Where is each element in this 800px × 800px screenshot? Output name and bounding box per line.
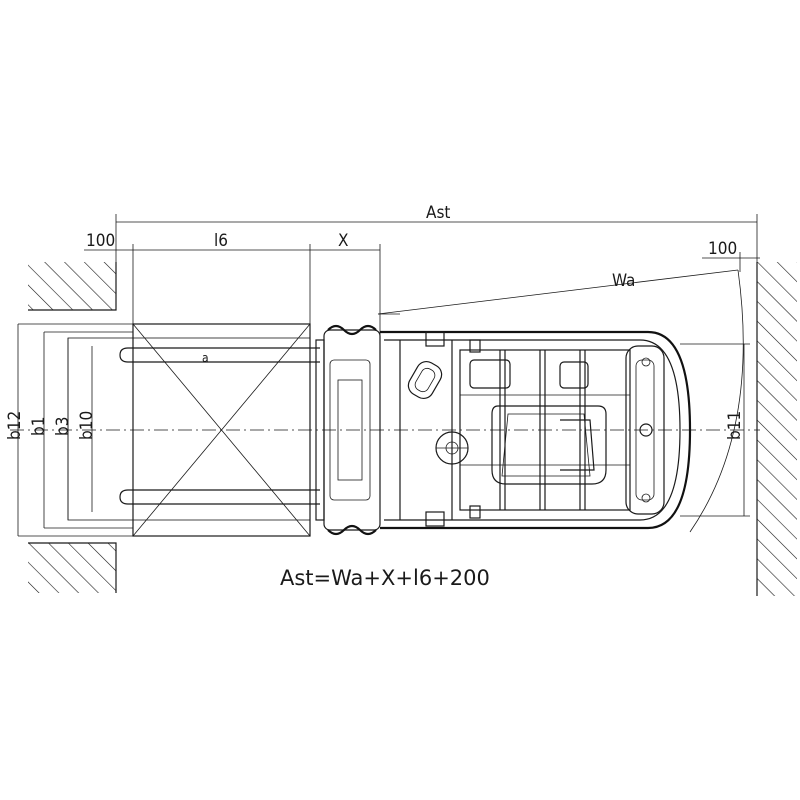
label-b11: b11 bbox=[725, 411, 745, 440]
label-b3: b3 bbox=[53, 417, 73, 436]
label-clearance-right: 100 bbox=[708, 239, 737, 259]
label-wa: Wa bbox=[612, 271, 635, 291]
steering-wheel bbox=[435, 431, 469, 465]
operator-seat bbox=[491, 405, 607, 485]
dimension-ast: Ast bbox=[115, 203, 758, 262]
truck-body bbox=[380, 330, 692, 530]
label-a: a bbox=[202, 351, 209, 365]
label-ast: Ast bbox=[426, 203, 450, 223]
label-x: X bbox=[338, 231, 348, 251]
label-b1: b1 bbox=[29, 417, 49, 436]
wall-top-left bbox=[28, 262, 117, 311]
pallet-load bbox=[67, 323, 311, 537]
forks: a bbox=[119, 347, 320, 505]
wheels bbox=[425, 331, 481, 527]
label-b10: b10 bbox=[77, 411, 97, 440]
label-b12: b12 bbox=[5, 411, 25, 440]
label-l6: l6 bbox=[214, 231, 228, 251]
formula: Ast=Wa+X+l6+200 bbox=[280, 566, 490, 590]
turning-radius-wa: Wa bbox=[377, 269, 744, 533]
label-clearance-left: 100 bbox=[86, 231, 115, 251]
wall-bottom-left bbox=[28, 542, 117, 593]
front-controls bbox=[407, 359, 589, 400]
dimension-row-l6-x: 100 l6 X bbox=[84, 231, 381, 520]
wall-right bbox=[756, 262, 797, 596]
mast bbox=[315, 324, 381, 536]
dimension-clearance-right: 100 bbox=[702, 239, 760, 272]
